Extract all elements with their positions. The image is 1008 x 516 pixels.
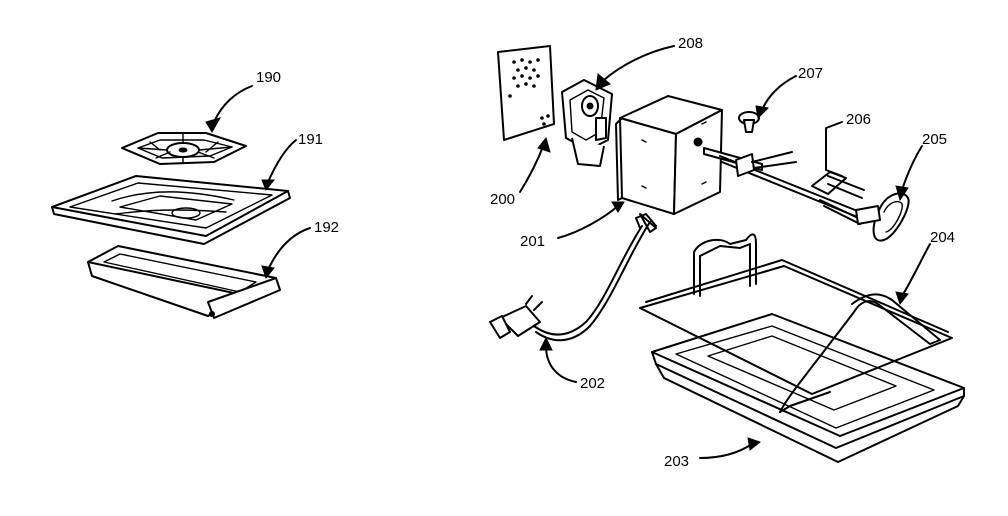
arrow-192 (261, 265, 275, 280)
arrow-191 (261, 179, 276, 191)
part-202-cord (489, 213, 657, 342)
leader-205 (901, 145, 923, 191)
part-191-tray (51, 175, 291, 245)
part-207-screw (738, 111, 760, 133)
label-208: 208 (678, 35, 703, 52)
arrow-200 (537, 136, 551, 153)
label-191: 191 (298, 131, 323, 148)
part-205-handle (855, 192, 910, 242)
leader-200 (519, 143, 545, 193)
part-208-bracket (561, 79, 613, 167)
leader-208 (603, 45, 675, 81)
arrow-208 (595, 73, 611, 91)
arrow-202 (539, 336, 553, 351)
leader-206 (825, 121, 843, 177)
arrow-201 (611, 201, 625, 213)
arrow-205 (895, 185, 909, 202)
leader-207 (761, 75, 797, 111)
arrow-190 (205, 117, 222, 133)
part-201-motor (615, 95, 763, 233)
leader-192 (267, 227, 311, 271)
label-190: 190 (256, 69, 281, 86)
leader-204 (901, 243, 931, 297)
label-200: 200 (490, 191, 515, 208)
arrow-204 (895, 291, 909, 306)
part-203-pan (651, 313, 965, 463)
label-202: 202 (580, 375, 605, 392)
part-200-plate (497, 45, 555, 141)
leader-203 (699, 443, 753, 459)
label-207: 207 (798, 65, 823, 82)
leader-191 (267, 139, 297, 183)
label-206: 206 (846, 111, 871, 128)
label-205: 205 (922, 131, 947, 148)
part-192-pan (87, 245, 281, 319)
part-206-spit (719, 151, 865, 225)
leader-202 (545, 345, 577, 383)
arrow-203 (747, 437, 762, 451)
part-190-grate (121, 132, 247, 165)
arrow-207 (755, 105, 770, 120)
label-192: 192 (314, 219, 339, 236)
label-201: 201 (520, 233, 545, 250)
leader-201 (557, 205, 619, 239)
leader-190 (213, 85, 253, 123)
label-203: 203 (664, 453, 689, 470)
label-204: 204 (930, 229, 955, 246)
